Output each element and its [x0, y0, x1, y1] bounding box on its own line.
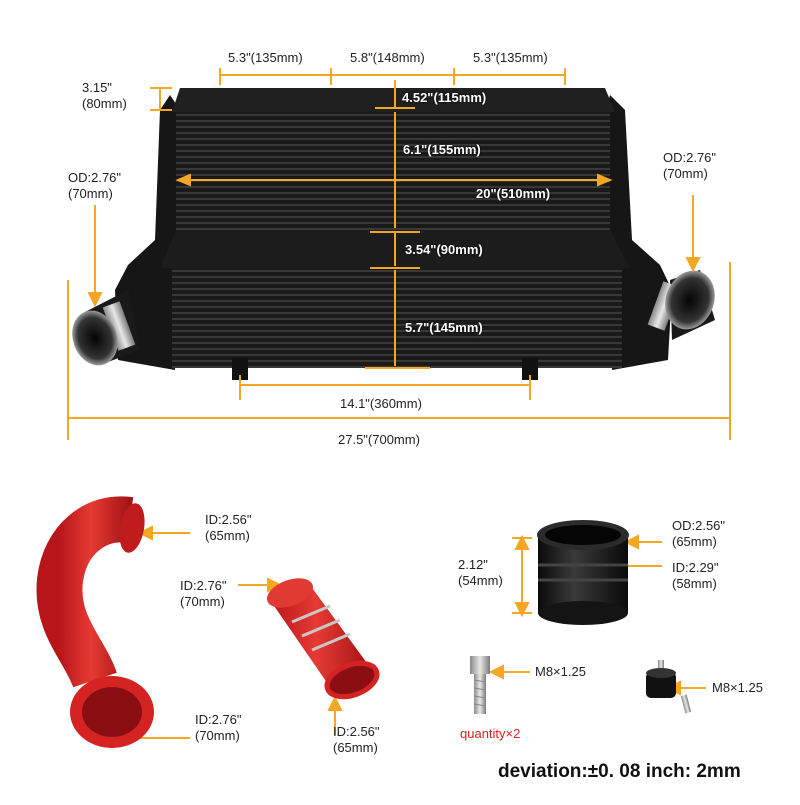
- upper-core-height-label: 6.1"(155mm): [403, 142, 481, 157]
- top-height-mm: (80mm): [82, 96, 127, 111]
- straight-hose-top-id-label: ID:2.76" (70mm): [180, 578, 227, 610]
- tank-depth-label: 4.52"(115mm): [402, 90, 487, 105]
- mount-spec-label: M8×1.25: [712, 680, 763, 695]
- right-outlet-od-mm: (70mm): [663, 166, 708, 181]
- deviation-note: deviation:±0. 08 inch: 2mm: [498, 761, 741, 782]
- bent-hose-top-id-label: ID:2.56" (65mm): [205, 512, 252, 544]
- top-middle-segment-label: 5.8"(148mm): [350, 50, 425, 65]
- top-right-segment-label: 5.3"(135mm): [473, 50, 548, 65]
- bent-hose-bottom-id-label: ID:2.76" (70mm): [195, 712, 242, 744]
- bent-hose-bottom-id-mm: (70mm): [195, 728, 240, 743]
- top-height-inch: 3.15": [82, 80, 112, 95]
- adapter-height-mm: (54mm): [458, 573, 503, 588]
- hex-bolt: [470, 656, 490, 714]
- bent-hose-bottom-id-inch: ID:2.76": [195, 712, 242, 727]
- mount-spacing-label: 14.1"(360mm): [340, 396, 422, 411]
- top-plate: [172, 88, 615, 112]
- left-outlet-pipe: [72, 290, 140, 366]
- bent-hose-top-id-mm: (65mm): [205, 528, 250, 543]
- bolt-spec-label: M8×1.25: [535, 664, 586, 679]
- adapter-height-label: 2.12" (54mm): [458, 557, 503, 589]
- mount-foot-left: [232, 358, 248, 380]
- intercooler: [72, 88, 715, 380]
- left-end-tank: [115, 95, 180, 370]
- adapter-od-label: OD:2.56" (65mm): [672, 518, 725, 550]
- overall-width-label: 27.5"(700mm): [338, 432, 420, 447]
- right-end-tank: [606, 95, 672, 370]
- straight-hose-bottom-id-mm: (65mm): [333, 740, 378, 755]
- adapter-height-inch: 2.12": [458, 557, 488, 572]
- adapter-od-mm: (65mm): [672, 534, 717, 549]
- adapter-id-label: ID:2.29" (58mm): [672, 560, 719, 592]
- rubber-mount: [646, 660, 692, 714]
- upper-core: [176, 112, 610, 230]
- bolt-quantity-label: quantity×2: [460, 726, 521, 741]
- left-outlet-od-mm: (70mm): [68, 186, 113, 201]
- top-height-label: 3.15" (80mm): [82, 80, 127, 112]
- adapter-id-mm: (58mm): [672, 576, 717, 591]
- left-outlet-od-inch: OD:2.76": [68, 170, 122, 185]
- straight-hose-bottom-id-label: ID:2.56" (65mm): [333, 724, 380, 756]
- mount-foot-right: [522, 358, 538, 380]
- straight-hose-bottom-id-inch: ID:2.56": [333, 724, 380, 739]
- bent-silicone-hose: [36, 496, 154, 748]
- top-left-segment-label: 5.3"(135mm): [228, 50, 303, 65]
- gap-height-label: 3.54"(90mm): [405, 242, 483, 257]
- lower-core-height-label: 5.7"(145mm): [405, 320, 483, 335]
- left-outlet-od-label: OD:2.76" (70mm): [68, 170, 121, 202]
- right-outlet-od-label: OD:2.76" (70mm): [663, 150, 716, 182]
- dimension-lines: [67, 68, 731, 746]
- straight-hose-top-id-inch: ID:2.76": [180, 578, 227, 593]
- black-adapter-coupler: [537, 520, 629, 625]
- straight-silicone-hose: [267, 578, 380, 700]
- adapter-id-inch: ID:2.29": [672, 560, 719, 575]
- lower-core: [172, 268, 622, 368]
- straight-hose-top-id-mm: (70mm): [180, 594, 225, 609]
- right-outlet-pipe: [647, 270, 715, 340]
- core-width-label: 20"(510mm): [476, 186, 551, 201]
- bent-hose-top-id-inch: ID:2.56": [205, 512, 252, 527]
- right-outlet-od-inch: OD:2.76": [663, 150, 717, 165]
- adapter-od-inch: OD:2.56": [672, 518, 726, 533]
